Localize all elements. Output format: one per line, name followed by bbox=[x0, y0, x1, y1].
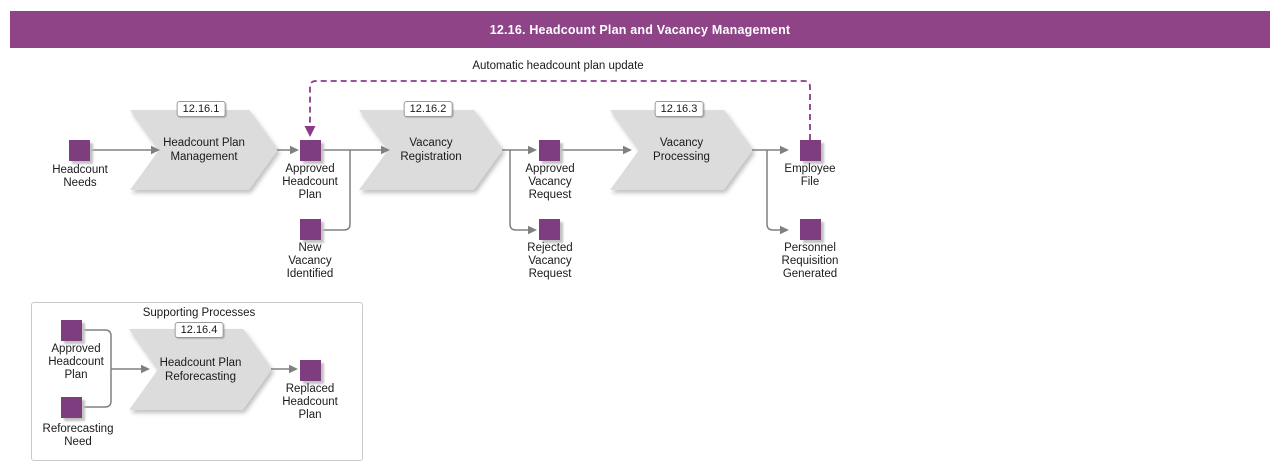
node-reforecasting-need bbox=[61, 397, 82, 418]
node-approved-headcount-plan bbox=[300, 140, 321, 161]
diagram-title-bar: 12.16. Headcount Plan and Vacancy Manage… bbox=[10, 11, 1270, 48]
node-label-personnel-requisition-generated: Personnel Requisition Generated bbox=[781, 242, 839, 280]
process-id-badge: 12.16.3 bbox=[654, 101, 704, 117]
arrowhead-icon bbox=[141, 364, 150, 374]
process-id-badge: 12.16.2 bbox=[403, 101, 453, 117]
process-name: Headcount Plan Management bbox=[163, 137, 245, 163]
arrowhead-icon bbox=[289, 364, 298, 374]
node-supporting-approved-headcount-plan bbox=[61, 320, 82, 341]
node-label-replaced-headcount-plan: Replaced Headcount Plan bbox=[282, 383, 338, 421]
arrowhead-icon bbox=[528, 145, 537, 155]
node-label-approved-vacancy-request: Approved Vacancy Request bbox=[525, 163, 575, 201]
connector bbox=[509, 150, 528, 231]
node-new-vacancy-identified bbox=[300, 219, 321, 240]
supporting-processes-title: Supporting Processes bbox=[142, 307, 256, 319]
node-label-rejected-vacancy-request: Rejected Vacancy Request bbox=[527, 242, 573, 280]
process-headcount-plan-management: Headcount Plan Management bbox=[130, 110, 278, 190]
node-label-headcount-needs: Headcount Needs bbox=[52, 164, 108, 189]
process-name: Vacancy Processing bbox=[653, 137, 710, 163]
node-replaced-headcount-plan bbox=[300, 360, 321, 381]
arrowhead-icon bbox=[528, 225, 537, 235]
process-vacancy-processing: Vacancy Processing bbox=[610, 110, 753, 190]
arrowhead-icon bbox=[780, 225, 789, 235]
node-rejected-vacancy-request bbox=[539, 219, 560, 240]
node-headcount-needs bbox=[69, 140, 90, 161]
node-label-reforecasting-need: Reforecasting Need bbox=[42, 423, 114, 448]
arrowhead-icon bbox=[780, 145, 789, 155]
node-label-supporting-approved-headcount-plan: Approved Headcount Plan bbox=[48, 343, 104, 381]
node-employee-file bbox=[800, 140, 821, 161]
diagram-title: 12.16. Headcount Plan and Vacancy Manage… bbox=[489, 22, 791, 37]
node-label-new-vacancy-identified: New Vacancy Identified bbox=[286, 242, 334, 280]
arrowhead-icon bbox=[623, 145, 632, 155]
process-name: Vacancy Registration bbox=[400, 137, 462, 163]
arrowhead-icon bbox=[151, 145, 160, 155]
node-label-employee-file: Employee File bbox=[784, 163, 836, 188]
node-approved-vacancy-request bbox=[539, 140, 560, 161]
arrowhead-icon bbox=[290, 145, 299, 155]
chevron-shape: Headcount Plan Management bbox=[130, 110, 278, 190]
connector bbox=[766, 150, 780, 231]
feedback-connector bbox=[309, 80, 811, 140]
node-personnel-requisition-generated bbox=[800, 219, 821, 240]
node-label-approved-headcount-plan: Approved Headcount Plan bbox=[282, 163, 338, 201]
process-id-badge: 12.16.4 bbox=[174, 322, 224, 338]
process-id-badge: 12.16.1 bbox=[176, 101, 226, 117]
process-name: Headcount Plan Reforecasting bbox=[159, 356, 242, 383]
connector bbox=[322, 150, 351, 231]
arrowhead-icon bbox=[381, 145, 390, 155]
feedback-arrowhead-icon bbox=[304, 126, 316, 137]
process-headcount-plan-reforecasting: Headcount Plan Reforecasting bbox=[129, 329, 272, 410]
feedback-label: Automatic headcount plan update bbox=[470, 60, 646, 73]
